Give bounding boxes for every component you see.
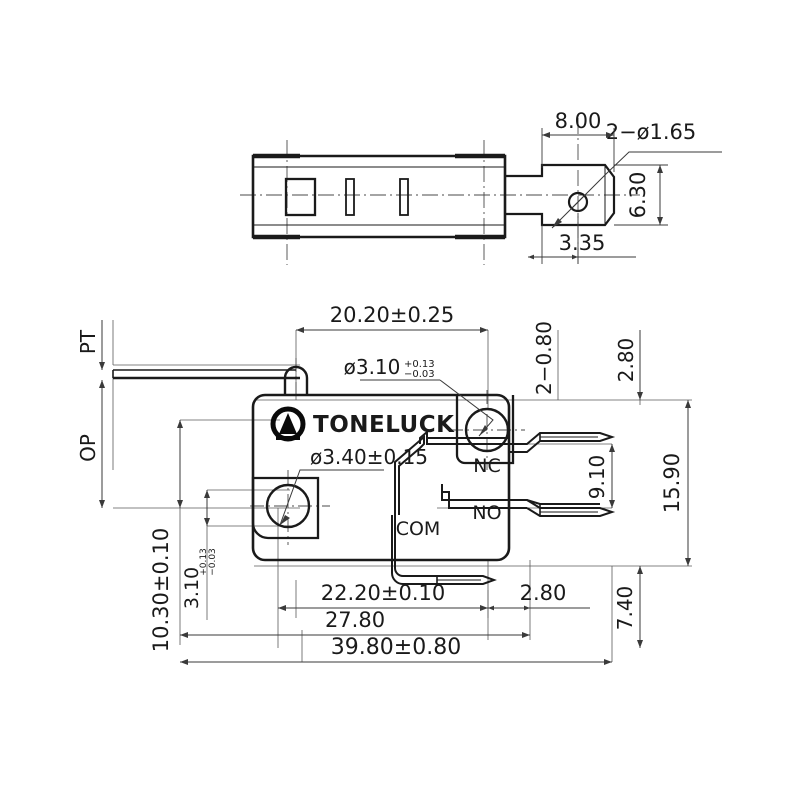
terminal-pin-com	[391, 515, 497, 585]
dim-3.35-group	[528, 213, 636, 264]
dim-6.30: 6.30	[626, 172, 650, 219]
dim-7.40: 7.40	[613, 586, 637, 631]
callout-dia-3.10-tol-upper: +0.13	[404, 359, 435, 370]
dim-15.90: 15.90	[660, 453, 684, 513]
nc-contact-blade	[441, 484, 509, 509]
label-no: NO	[472, 502, 501, 524]
dim-3.10-tol-lower: −0.03	[208, 548, 218, 576]
hole-callout-leader	[551, 151, 722, 229]
dim-op: OP	[76, 434, 100, 462]
switch-body-outline	[251, 393, 511, 562]
terminal-pin-nc	[509, 432, 616, 453]
label-nc: NC	[473, 455, 500, 477]
switch-housing-profile	[251, 153, 507, 240]
actuator-lever-arm	[112, 365, 309, 395]
dim-3.10: 3.10	[181, 567, 203, 609]
dim-3.35: 3.35	[559, 231, 606, 255]
callout-dia-3.10	[360, 379, 494, 437]
dim-pt: PT	[76, 329, 100, 354]
front-elevation-view: TONELUCK NC NO COM ø3.10 +0.13 −0.03 ø3.…	[76, 303, 692, 665]
callout-dia-3.40	[279, 469, 384, 526]
dim-22.20: 22.20±0.10	[321, 581, 445, 605]
mounting-hole-left	[251, 476, 320, 540]
terminal-pin-no	[509, 499, 616, 517]
callout-dia-3.40-value: ø3.40±0.15	[310, 445, 428, 469]
dim-2-0.80: 2−0.80	[532, 321, 556, 395]
centerlines-main-view	[250, 358, 525, 545]
dim-27.80: 27.80	[325, 608, 385, 632]
dim-39.80: 39.80±0.80	[331, 635, 461, 660]
dim-2.80-bottom: 2.80	[520, 581, 567, 605]
dim-20.20: 20.20±0.25	[330, 303, 454, 327]
dim-9.10: 9.10	[585, 455, 609, 500]
callout-dia-3.10-value: ø3.10	[344, 355, 401, 379]
dim-2.80-upper: 2.80	[614, 338, 638, 383]
dim-15.90-group	[612, 399, 692, 567]
toneluck-logo-icon	[270, 406, 306, 442]
callout-dia-3.10-tol-lower: −0.03	[404, 369, 435, 380]
mounting-hole-right	[455, 395, 515, 465]
dim-6.30-group	[614, 164, 668, 226]
dim-8.00: 8.00	[555, 109, 602, 133]
dim-3.10-tol-upper: +0.13	[199, 548, 209, 576]
contact-blade-assembly	[394, 429, 509, 515]
dim-10.30: 10.30±0.10	[149, 528, 173, 652]
label-com: COM	[396, 518, 441, 540]
side-elevation-view: 2−ø1.65 8.00 6.30 3.35	[240, 109, 722, 268]
dim-2-dia-1.65: 2−ø1.65	[606, 120, 697, 144]
logo-text-toneluck: TONELUCK	[313, 412, 455, 438]
